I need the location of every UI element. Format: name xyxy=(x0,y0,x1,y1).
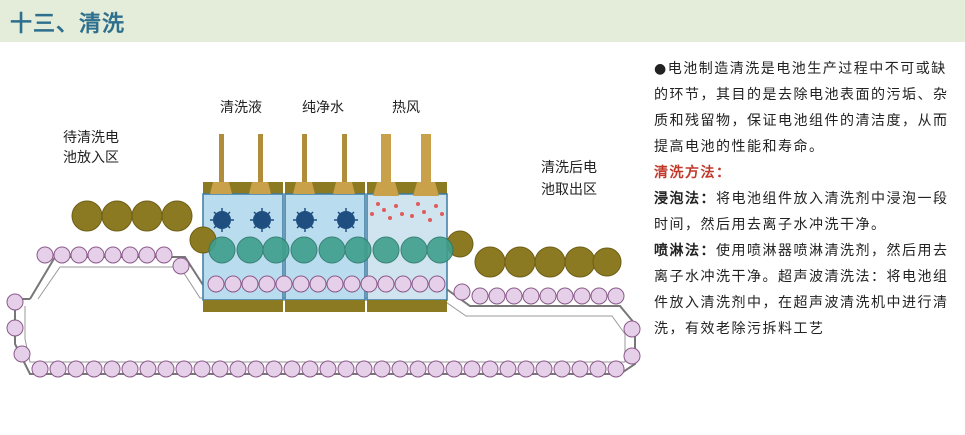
label-water: 纯净水 xyxy=(302,100,344,116)
section-title: 十三、清洗 xyxy=(10,12,126,37)
section-header: 十三、清洗 xyxy=(0,0,965,44)
methods-title: 清洗方法： xyxy=(654,165,732,181)
batteries-in-tank xyxy=(208,236,454,264)
method-soak: 浸泡法：将电池组件放入清洗剂中浸泡一段时间，然后用去离子水冲洗干净。 xyxy=(654,186,959,238)
spray-spikes xyxy=(210,208,358,232)
hot-air-spray xyxy=(370,202,444,222)
description-panel: ●电池制造清洗是电池生产过程中不可或缺的环节，其目的是去除电池表面的污垢、杂质和… xyxy=(654,56,959,342)
cleaning-diagram-svg: 待清洗电 池放入区 清洗液 纯净水 热风 清洗后电 池取出区 xyxy=(6,100,641,378)
method-spray-text: 使用喷淋器喷淋清洗剂，然后用去离子水冲洗干净。超声波清洗法：将电池组件放入清洗剂… xyxy=(654,243,949,337)
nozzles xyxy=(210,134,439,196)
label-output-line1: 清洗后电 xyxy=(541,160,597,176)
label-output-line2: 池取出区 xyxy=(541,182,597,198)
label-hot-air: 热风 xyxy=(392,100,420,116)
label-solution: 清洗液 xyxy=(220,100,262,116)
method-soak-text: 将电池组件放入清洗剂中浸泡一段时间，然后用去离子水冲洗干净。 xyxy=(654,191,949,233)
rollers xyxy=(6,246,641,378)
method-soak-label: 浸泡法： xyxy=(654,191,716,207)
method-spray: 喷淋法：使用喷淋器喷淋清洗剂，然后用去离子水冲洗干净。超声波清洗法：将电池组件放… xyxy=(654,238,959,342)
cleaning-diagram: 待清洗电 池放入区 清洗液 纯净水 热风 清洗后电 池取出区 xyxy=(0,44,648,431)
batteries xyxy=(71,200,622,278)
label-input-line1: 待清洗电 xyxy=(63,130,119,146)
intro-paragraph: ●电池制造清洗是电池生产过程中不可或缺的环节，其目的是去除电池表面的污垢、杂质和… xyxy=(654,61,949,155)
label-input-line2: 池放入区 xyxy=(63,150,119,166)
method-spray-label: 喷淋法： xyxy=(654,243,716,259)
